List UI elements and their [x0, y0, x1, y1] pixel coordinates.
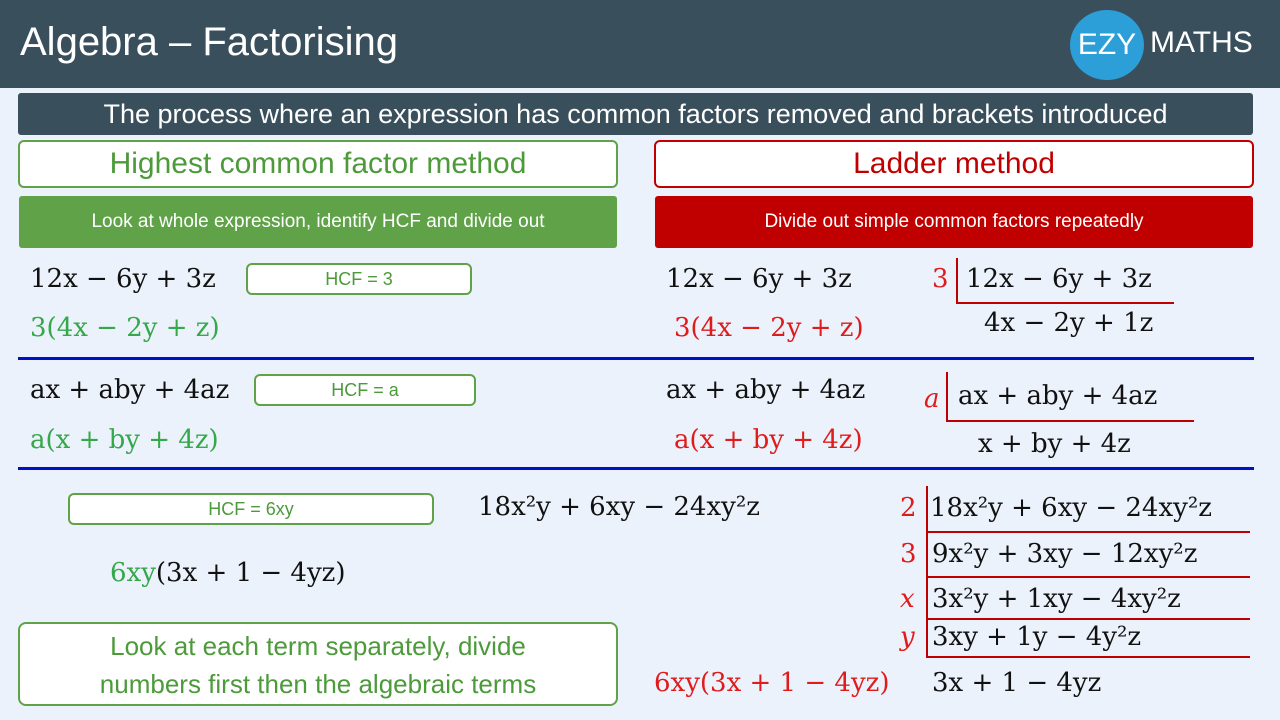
ladder-ex1-hline — [956, 302, 1174, 304]
ladder-ex2-result: a(x + by + 4z) — [674, 425, 863, 455]
ladder-ex3-row-3: 3x²y + 1xy − 4xy²z — [932, 584, 1181, 614]
ladder-ex3-vline — [926, 486, 928, 658]
logo-circle: EZY — [1070, 10, 1144, 80]
divider-1 — [18, 357, 1254, 360]
hcf-tip-box: Look at each term separately, divide num… — [18, 622, 618, 706]
ladder-ex1-divisor: 3 — [932, 264, 949, 294]
hcf-ex2-expression: ax + aby + 4az — [30, 375, 230, 405]
ladder-ex3-result: 6xy(3x + 1 − 4yz) — [654, 668, 890, 698]
ladder-ex3-row-1: 18x²y + 6xy − 24xy²z — [930, 493, 1212, 523]
ladder-ex1-vline — [956, 258, 958, 304]
hcf-ex3-result: 6xy(3x + 1 − 4yz) — [110, 558, 346, 588]
ladder-method-instruction: Divide out simple common factors repeate… — [655, 196, 1253, 248]
ladder-ex1-bottom: 4x − 2y + 1z — [984, 308, 1154, 338]
hcf-tip-line-1: Look at each term separately, divide — [110, 631, 526, 661]
ladder-ex3-row-4: 3xy + 1y − 4y²z — [932, 622, 1142, 652]
hcf-ex3-bracket: (3x + 1 − 4yz) — [155, 558, 346, 588]
ladder-ex2-hline — [946, 420, 1194, 422]
ladder-ex3-hline-4 — [926, 656, 1250, 658]
ladder-ex3-hline-1 — [926, 531, 1250, 533]
definition-banner: The process where an expression has comm… — [18, 93, 1253, 135]
ladder-ex3-hline-2 — [926, 576, 1250, 578]
header-bar — [0, 0, 1280, 88]
ladder-ex3-divisor-1: 2 — [900, 493, 917, 523]
hcf-tip-line-2: numbers first then the algebraic terms — [99, 669, 537, 699]
ladder-ex3-divisor-3: x — [900, 584, 915, 614]
ladder-ex3-final: 3x + 1 − 4yz — [932, 668, 1102, 698]
page-title: Algebra – Factorising — [20, 20, 398, 64]
ladder-ex1-top: 12x − 6y + 3z — [966, 264, 1152, 294]
ladder-ex1-expression: 12x − 6y + 3z — [666, 264, 852, 294]
hcf-ex2-hcf-box: HCF = a — [254, 374, 476, 406]
hcf-ex3-factor: 6xy — [110, 558, 156, 588]
ladder-ex2-top: ax + aby + 4az — [958, 381, 1158, 411]
ladder-ex1-result: 3(4x − 2y + z) — [674, 313, 864, 343]
hcf-ex1-result: 3(4x − 2y + z) — [30, 313, 220, 343]
ladder-ex3-divisor-2: 3 — [900, 539, 917, 569]
hcf-method-title: Highest common factor method — [18, 140, 618, 188]
ladder-ex2-vline — [946, 372, 948, 422]
hcf-ex1-expression: 12x − 6y + 3z — [30, 264, 216, 294]
ladder-ex3-expression: 18x²y + 6xy − 24xy²z — [478, 492, 760, 522]
hcf-method-instruction: Look at whole expression, identify HCF a… — [19, 196, 617, 248]
hcf-ex2-factor: a — [30, 425, 46, 455]
hcf-ex1-factor: 3 — [30, 313, 47, 343]
hcf-ex1-bracket: (4x − 2y + z) — [46, 313, 220, 343]
ladder-ex2-expression: ax + aby + 4az — [666, 375, 866, 405]
ladder-ex3-divisor-4: y — [900, 622, 915, 652]
hcf-ex2-result: a(x + by + 4z) — [30, 425, 219, 455]
hcf-ex2-bracket: (x + by + 4z) — [45, 425, 219, 455]
ladder-method-title: Ladder method — [654, 140, 1254, 188]
hcf-ex3-hcf-box: HCF = 6xy — [68, 493, 434, 525]
logo-text: MATHS — [1150, 26, 1253, 59]
ladder-ex3-row-2: 9x²y + 3xy − 12xy²z — [932, 539, 1198, 569]
ladder-ex2-divisor: a — [924, 384, 940, 414]
ladder-ex2-bottom: x + by + 4z — [978, 429, 1131, 459]
divider-2 — [18, 467, 1254, 470]
ladder-ex3-hline-3 — [926, 618, 1250, 620]
hcf-ex1-hcf-box: HCF = 3 — [246, 263, 472, 295]
